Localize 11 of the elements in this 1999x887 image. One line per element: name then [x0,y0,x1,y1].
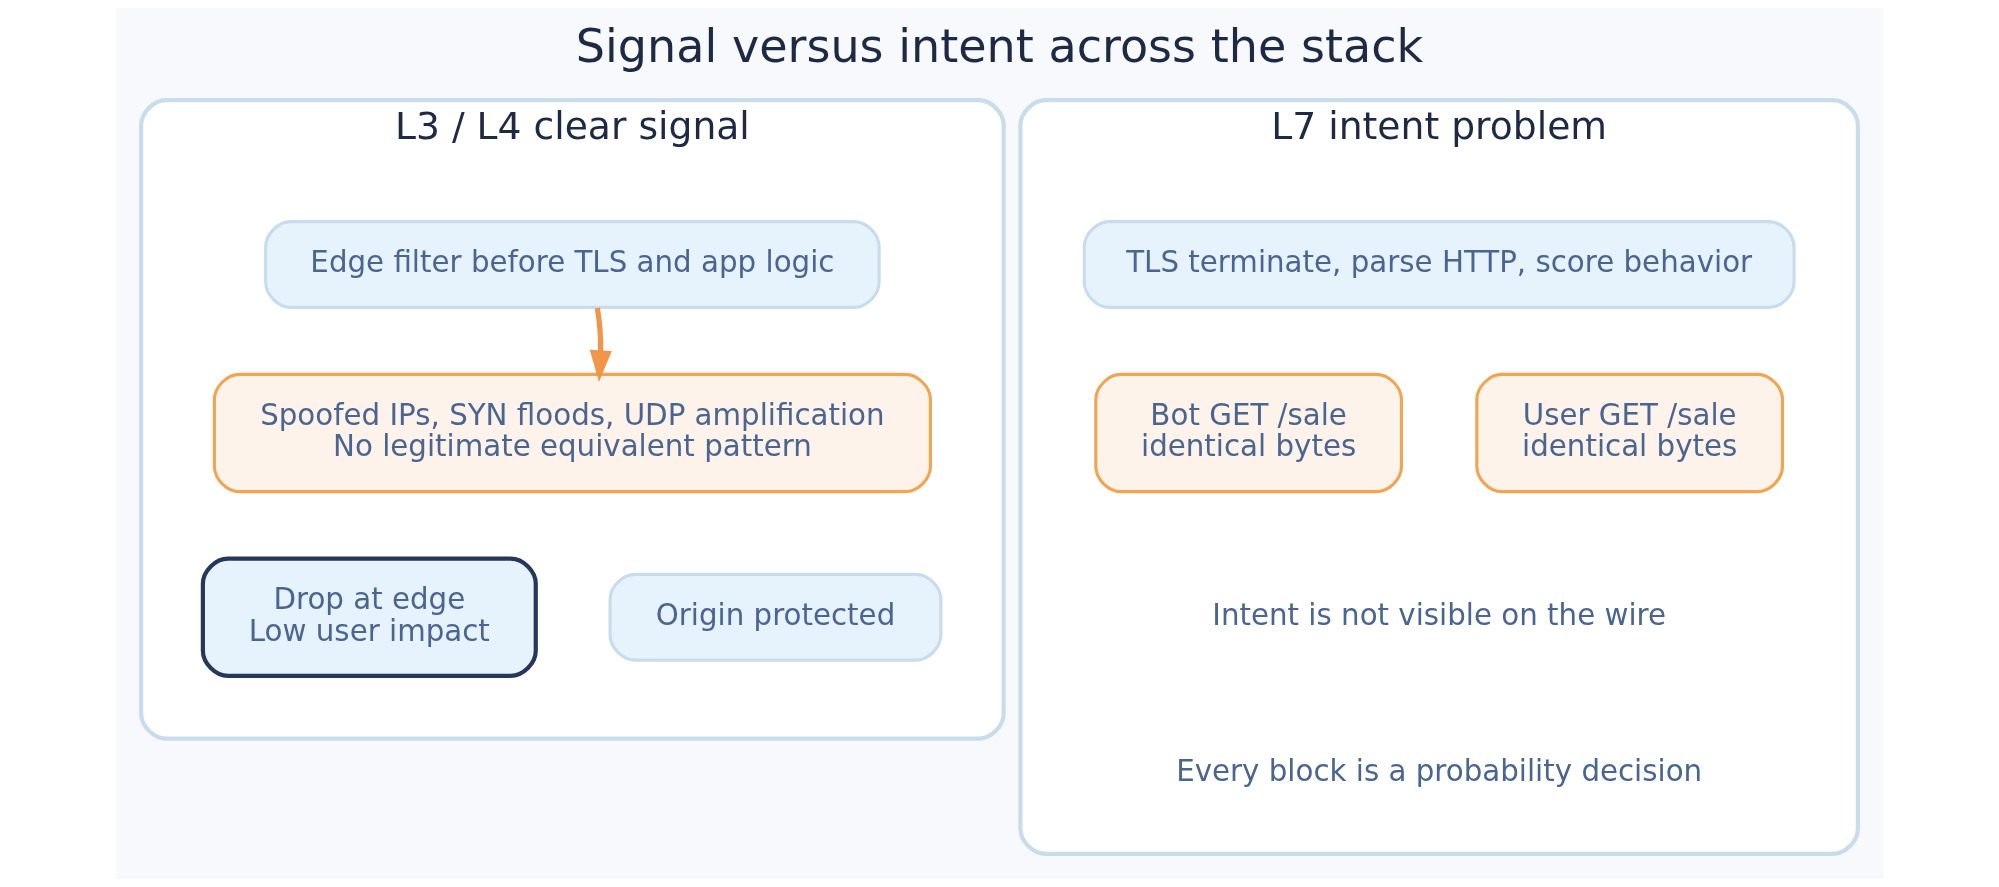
label: Every block is a probability decision [1176,753,1703,788]
diagram-title: Signal versus intent across the stack [575,18,1424,73]
arrow [589,307,612,382]
node-box: TLS terminate, parse HTTP, score behavior [1082,220,1796,309]
node-box: Bot GET /sale identical bytes [1094,372,1404,494]
node-box: Spoofed IPs, SYN floods, UDP amplification No legitimate equivalent pattern [212,372,932,494]
node-box: Edge filter before TLS and app logic [264,220,881,309]
node-box: Origin protected [608,572,943,662]
node-box: User GET /sale identical bytes [1475,372,1785,494]
label: Intent is not visible on the wire [1212,598,1667,633]
node-box: Drop at edge Low user impact [200,556,538,678]
